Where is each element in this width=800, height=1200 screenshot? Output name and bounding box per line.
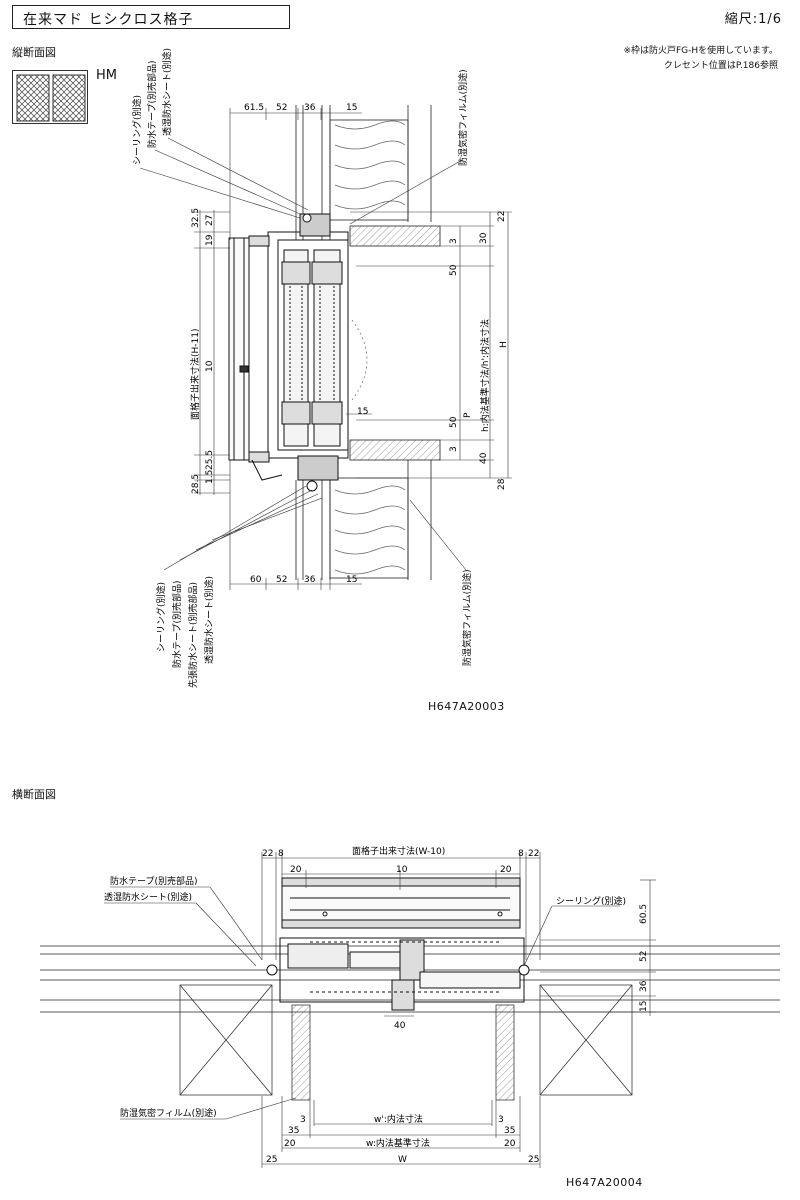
vs-left-dim-2: 19 xyxy=(205,234,215,246)
vs-left-dim-3: 10 xyxy=(205,360,215,372)
vs-right-dim-5: 3 xyxy=(449,446,459,452)
vs-h-label: H xyxy=(499,341,509,348)
vs-left-dim-1: 27 xyxy=(205,215,215,226)
hm-window-thumbnail xyxy=(12,70,88,124)
left-dimension-chain xyxy=(194,210,230,495)
vs-top-dim-0: 61.5 xyxy=(244,103,264,113)
vs-top-callout-1: 防水テープ(別売部品) xyxy=(146,61,158,148)
vs-bottom-right-callout: 防湿気密フィルム(別途) xyxy=(461,569,473,666)
page-title: 在来マド ヒシクロス格子 xyxy=(23,12,194,28)
vs-p-label: P xyxy=(463,412,473,418)
vs-right-dim-3: 50 xyxy=(449,264,459,276)
vs-top-right-callout: 防湿気密フィルム(別途) xyxy=(457,69,469,166)
vertical-drawing-code: H647A20003 xyxy=(428,700,505,713)
vs-bottom-callout-0: シーリング(別途) xyxy=(155,582,167,652)
grille-vertical xyxy=(228,235,283,481)
vs-right-dim-4: 50 xyxy=(449,416,459,428)
vs-right-dim-0: 22 xyxy=(497,211,507,222)
hm-type-label: HM xyxy=(96,68,117,83)
scale-label: 縮尺:1/6 xyxy=(724,12,782,27)
vs-top-callout-2: 透湿防水シート(別途) xyxy=(161,48,173,136)
vs-bottom-dim-0: 60 xyxy=(250,575,262,585)
vs-inner-dim-label: h:内法基準寸法/h':内法寸法 xyxy=(479,319,491,432)
vs-right-dim-7: 28 xyxy=(497,478,507,490)
vs-left-dim-6: 28.5 xyxy=(191,474,201,494)
insulation-bottom xyxy=(334,485,406,575)
vs-bottom-callout-3: 透湿防水シート(別途) xyxy=(203,576,215,664)
top-dimension-chain xyxy=(229,108,362,240)
crescent-swing-arc xyxy=(351,319,368,401)
bottom-dimension-chain xyxy=(229,460,362,590)
horizontal-section-heading: 横断面図 xyxy=(12,788,56,801)
sill-board xyxy=(349,439,441,461)
note-firedoor: ※枠は防火戸FG-Hを使用しています。 xyxy=(623,46,778,56)
vs-right-dim-8: 15 xyxy=(357,407,368,417)
vs-left-dim-0: 32.5 xyxy=(191,208,201,228)
vertical-section-heading: 縦断面図 xyxy=(12,46,56,59)
vs-right-dim-2: 3 xyxy=(449,238,459,244)
note-crescent: クレセント位置はP.186参照 xyxy=(663,61,778,71)
vs-bottom-callout-2: 先張防水シート(別売部品) xyxy=(187,582,199,688)
vs-top-callout-leaders xyxy=(139,137,463,225)
insulation-top xyxy=(334,120,406,210)
vs-top-dim-1: 52 xyxy=(276,103,287,113)
vs-top-dim-3: 15 xyxy=(346,103,357,113)
vs-bottom-callout-leaders xyxy=(163,485,467,571)
vs-grille-dim-label: 面格子出来寸法(H-11) xyxy=(189,329,201,421)
head-board xyxy=(349,225,441,247)
vs-bottom-callout-1: 防水テープ(別売部品) xyxy=(171,581,183,668)
vs-right-dim-6: 40 xyxy=(479,452,489,464)
horizontal-drawing-code: H647A20004 xyxy=(566,1176,643,1189)
lattice-icon xyxy=(16,74,86,122)
vs-left-dim-5: 1.5 xyxy=(205,470,215,484)
vs-top-dim-2: 36 xyxy=(304,103,316,113)
vs-right-dim-1: 30 xyxy=(479,232,489,244)
vs-bottom-dim-2: 36 xyxy=(304,575,316,585)
vs-left-dim-4: 25.5 xyxy=(205,450,215,470)
window-frame-vertical xyxy=(267,213,349,492)
vs-top-callout-0: シーリング(別途) xyxy=(131,95,143,165)
vs-bottom-dim-3: 15 xyxy=(346,575,357,585)
title-box: 在来マド ヒシクロス格子 xyxy=(12,5,290,29)
notes: ※枠は防火戸FG-Hを使用しています。 クレセント位置はP.186参照 xyxy=(623,44,778,74)
vs-bottom-dim-1: 52 xyxy=(276,575,287,585)
right-dimension-chain xyxy=(346,211,512,479)
